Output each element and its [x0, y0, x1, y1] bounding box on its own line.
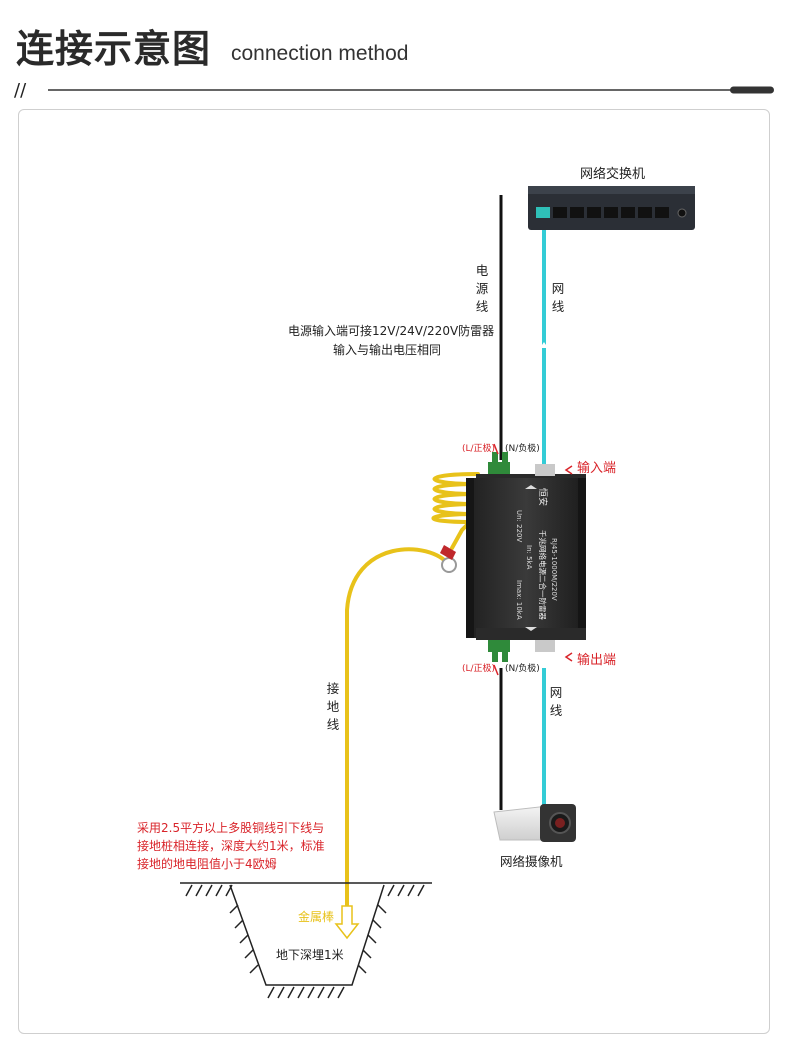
net-line-top-label: 网线: [551, 281, 565, 314]
device-spec-imax: Imax: 10kA: [515, 580, 523, 620]
device-spec-un: Un: 220V: [515, 510, 523, 543]
device-brand: 恒安: [537, 488, 549, 506]
ground-rod-label: 金属棒: [298, 910, 335, 924]
ground-note-line-3: 接地的地电阻值小于4欧姆: [137, 857, 277, 871]
surge-protector: 恒安 千兆网络电源二合一防雷器 Un: 220V In: 5kA RJ45-10…: [466, 452, 586, 662]
switch-label: 网络交换机: [580, 167, 646, 182]
network-camera: [493, 804, 576, 842]
ground-lug: [441, 557, 457, 573]
net-line-bottom-label: 网线: [549, 685, 563, 718]
ground-note-line-1: 采用2.5平方以上多股铜线引下线与: [137, 821, 325, 835]
power-note-line-1: 电源输入端可接12V/24V/220V防雷器: [288, 324, 495, 338]
camera-label: 网络摄像机: [500, 854, 563, 869]
title-divider: //: [14, 80, 774, 100]
ground-lug-sleeve: [440, 545, 456, 560]
power-note-line-2: 输入与输出电压相同: [333, 343, 442, 357]
buried-depth-label: 地下深埋1米: [276, 948, 344, 962]
device-product-name: 千兆网络电源二合一防雷器: [538, 530, 548, 620]
device-spec-in: In: 5kA: [525, 545, 533, 570]
device-model: RJ45-1000M/220V: [550, 538, 558, 601]
output-arrow: [564, 652, 573, 662]
ground-cable: [345, 472, 480, 907]
bottom-l-label: (L/正极): [462, 664, 496, 674]
network-switch: [528, 186, 695, 230]
output-end-label: 输出端: [577, 653, 617, 668]
page-subtitle: connection method: [231, 42, 409, 65]
ground-note-line-2: 接地桩相连接，深度大约1米，标准: [137, 839, 325, 853]
cable-break-mark: [540, 342, 548, 348]
bottom-n-label: (N/负极): [505, 664, 540, 674]
switch-ports: [536, 207, 669, 218]
ground-rod-arrow: [334, 905, 360, 940]
input-arrow: [564, 465, 573, 475]
ground-pit: [180, 882, 432, 999]
top-l-pointer: [493, 443, 499, 455]
bottom-l-pointer: [493, 664, 499, 676]
diagram-panel: [18, 109, 770, 1034]
ground-line-label: 接地线: [326, 681, 340, 732]
top-n-label: (N/负极): [505, 444, 540, 454]
rule-marker: //: [14, 80, 27, 100]
top-l-label: (L/正极): [462, 444, 496, 454]
power-line-label: 电源线: [475, 263, 489, 314]
page-title: 连接示意图: [16, 27, 212, 71]
input-end-label: 输入端: [577, 461, 617, 476]
